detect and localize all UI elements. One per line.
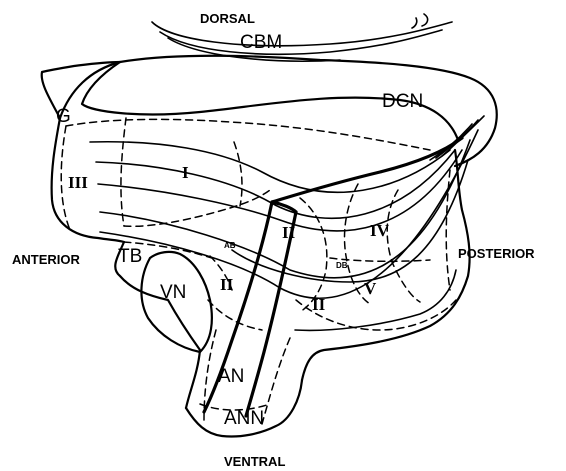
label-g: G	[56, 106, 71, 127]
label-an: AN	[218, 366, 244, 387]
label-vn: VN	[160, 282, 186, 303]
label-ab: AB	[224, 241, 236, 250]
label-anterior: ANTERIOR	[12, 252, 81, 267]
label-dcn: DCN	[382, 91, 423, 112]
cerebellum-outline	[152, 14, 452, 61]
label-region-5: V	[364, 279, 377, 298]
label-region-1: I	[182, 163, 189, 182]
label-ventral: VENTRAL	[224, 454, 285, 469]
label-region-2c: II	[312, 295, 326, 314]
label-posterior: POSTERIOR	[458, 246, 535, 261]
label-region-2b: II	[220, 275, 234, 294]
label-tb: TB	[118, 246, 142, 267]
label-db: DB	[336, 261, 348, 270]
label-region-4: IV	[370, 221, 390, 240]
label-cbm: CBM	[240, 32, 282, 53]
label-dorsal: DORSAL	[200, 11, 255, 26]
label-ann: ANN	[224, 408, 264, 429]
label-region-2a: II	[282, 223, 296, 242]
label-region-3: III	[68, 173, 88, 192]
nucleus-outline	[42, 56, 497, 437]
